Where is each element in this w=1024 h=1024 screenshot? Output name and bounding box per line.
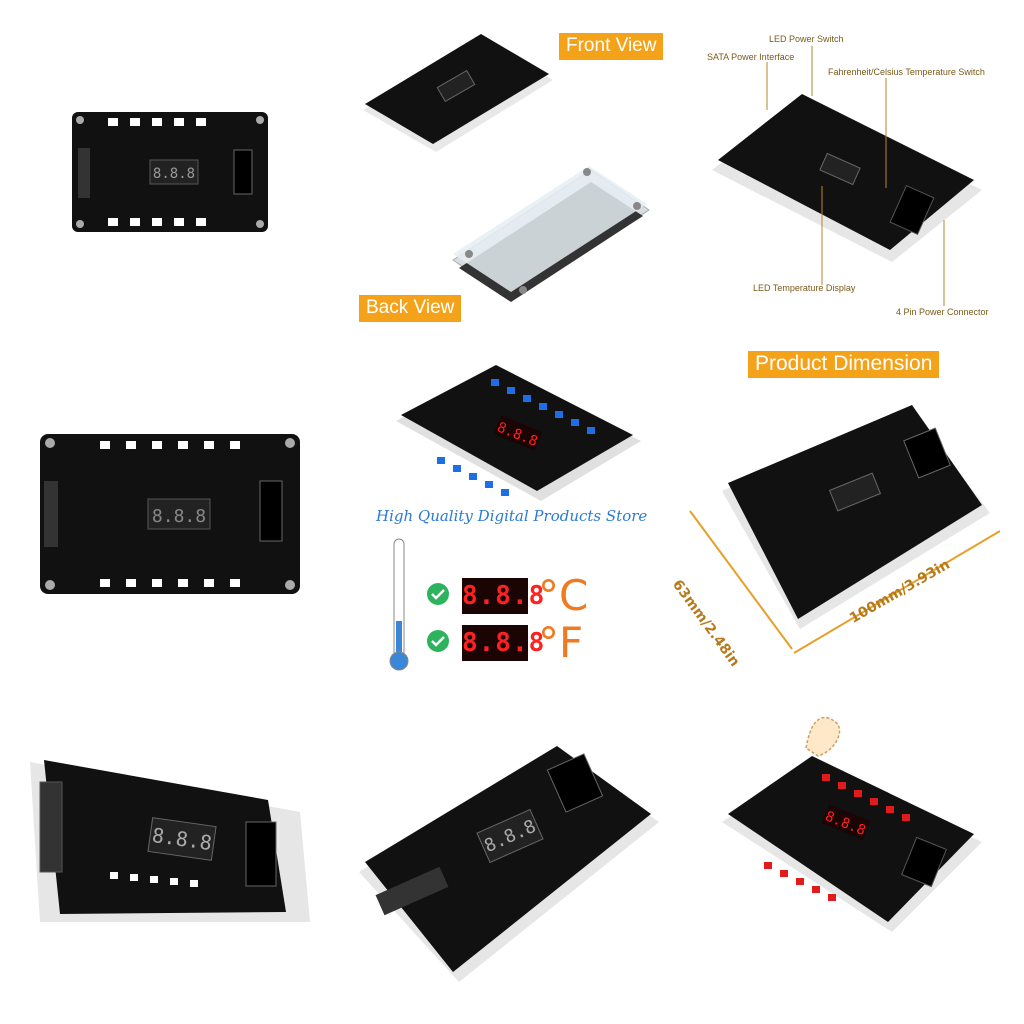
product-photo-angle-2: 8.8.8 [341,682,682,1023]
store-watermark: High Quality Digital Products Store [376,507,648,525]
back-view-label: Back View [359,295,462,322]
svg-text:8.8.8: 8.8.8 [152,506,206,527]
fahrenheit-unit: °F [538,618,584,667]
check-icon-celsius [427,583,449,605]
callout-power-connector: 4 Pin Power Connector [896,307,989,317]
svg-text:8.8.8: 8.8.8 [153,166,195,182]
product-photo-annotated: LED Power Switch SATA Power Interface Fa… [682,0,1023,341]
callout-temp-switch: Fahrenheit/Celsius Temperature Switch [828,67,985,77]
pointing-hand-icon [800,712,844,756]
product-photo-front-back: Front View Back View [341,0,682,341]
product-dimension-label: Product Dimension [748,351,940,378]
product-photo-red-leds: 8.8.8 [682,682,1023,1023]
check-icon-fahrenheit [427,630,449,652]
product-photo-top-view-2: 8.8.8 [0,341,341,682]
product-photo-angle-1: 8.8.8 [0,682,341,1023]
callout-led-power-switch: LED Power Switch [769,34,844,44]
product-dimension-panel: Product Dimension 63mm/2.48in 100mm/3.93… [669,341,1023,682]
callout-sata-power-interface: SATA Power Interface [707,52,795,62]
fahrenheit-display: 8.8.8 [462,625,544,661]
front-view-label: Front View [559,33,664,60]
thermometer-icon [389,536,409,676]
celsius-display: 8.8.8 [462,578,544,614]
callout-led-display: LED Temperature Display [753,283,856,293]
temperature-display-panel: 8.8.8 8.8.8 °C 8.8.8 °F High Quality Dig… [341,341,682,682]
celsius-unit: °C [538,571,589,620]
product-photo-top-view: 8.8.8 [0,0,341,341]
